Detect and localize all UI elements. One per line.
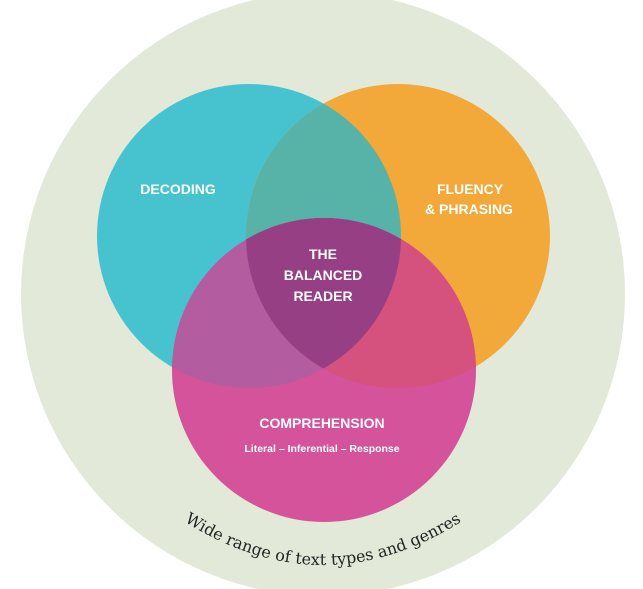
center-label-line1: THE bbox=[309, 246, 337, 262]
center-label-line2: BALANCED bbox=[284, 267, 363, 283]
fluency-label-line1: FLUENCY bbox=[437, 181, 504, 197]
comprehension-subtitle: Literal – Inferential – Response bbox=[244, 443, 399, 455]
center-label-line3: READER bbox=[293, 288, 352, 304]
comprehension-title: COMPREHENSION bbox=[259, 415, 384, 431]
decoding-label: DECODING bbox=[140, 181, 216, 197]
fluency-label-line2: & PHRASING bbox=[425, 201, 513, 217]
